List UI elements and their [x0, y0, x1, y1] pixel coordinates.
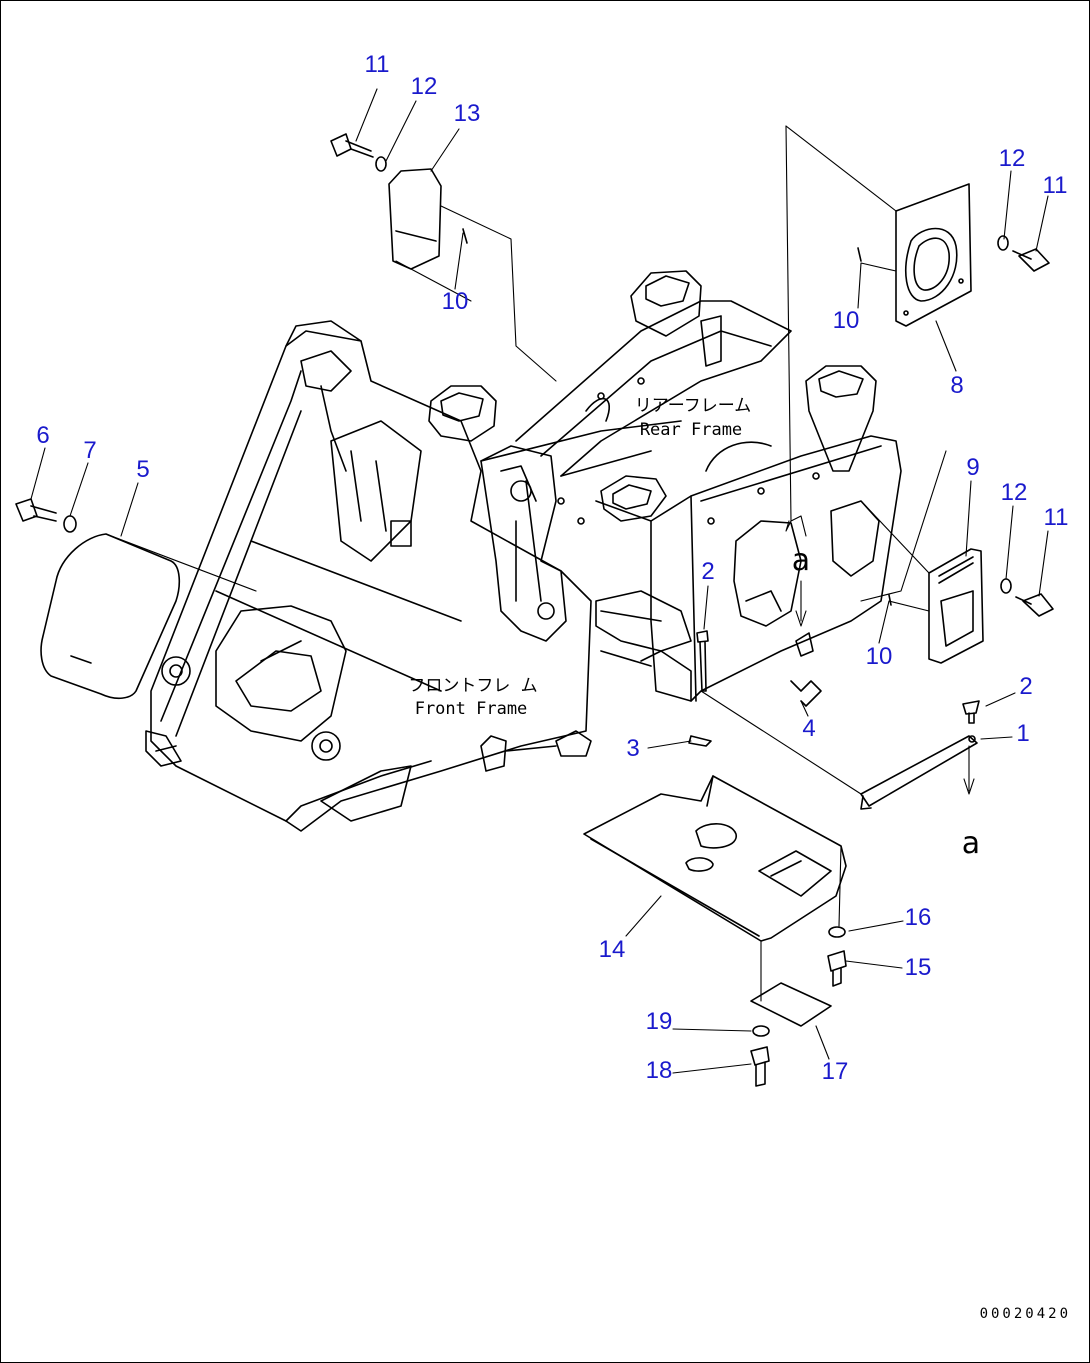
front-frame-label-en: Front Frame — [414, 699, 528, 719]
plate-17 — [750, 982, 832, 1027]
drawing-code: 00020420 — [979, 1306, 1071, 1322]
ref-letter-lower: a — [961, 826, 981, 861]
callout-8: 8 — [950, 372, 964, 399]
callout-1: 1 — [1016, 720, 1030, 747]
callout-12: 12 — [998, 145, 1026, 172]
callout-10: 10 — [865, 643, 893, 670]
callout-12: 12 — [410, 73, 438, 100]
front-frame-label-jp: フロントフレ ム — [408, 676, 538, 696]
cover-13 — [388, 168, 442, 270]
callout-7: 7 — [83, 437, 97, 464]
callout-11: 11 — [1042, 172, 1068, 199]
callout-11: 11 — [364, 51, 390, 78]
callout-2: 2 — [1019, 673, 1033, 700]
cover-5 — [40, 533, 181, 700]
rear-frame — [428, 270, 902, 702]
cover-8 — [895, 183, 972, 327]
callout-10: 10 — [832, 307, 860, 334]
callout-12: 12 — [1000, 479, 1028, 506]
callout-13: 13 — [453, 100, 481, 127]
ref-letter-upper: a — [791, 543, 811, 578]
callout-4: 4 — [802, 715, 816, 742]
callout-14: 14 — [598, 936, 626, 963]
bar-1 — [860, 735, 978, 807]
callout-3: 3 — [626, 735, 640, 762]
callout-10: 10 — [441, 288, 469, 315]
plate-14 — [583, 775, 847, 942]
callout-15: 15 — [904, 954, 932, 981]
callout-17: 17 — [821, 1058, 849, 1085]
callout-11: 11 — [1043, 504, 1069, 531]
front-frame — [145, 320, 592, 832]
callout-9: 9 — [966, 454, 980, 481]
rear-frame-label-en: Rear Frame — [639, 420, 743, 440]
rear-frame-label-jp: リアーフレーム — [634, 396, 752, 416]
callout-19: 19 — [645, 1008, 673, 1035]
callout-18: 18 — [645, 1057, 673, 1084]
callout-5: 5 — [136, 456, 150, 483]
callout-6: 6 — [36, 422, 50, 449]
cover-9 — [928, 548, 984, 664]
callout-16: 16 — [904, 904, 932, 931]
callout-2: 2 — [701, 558, 715, 585]
